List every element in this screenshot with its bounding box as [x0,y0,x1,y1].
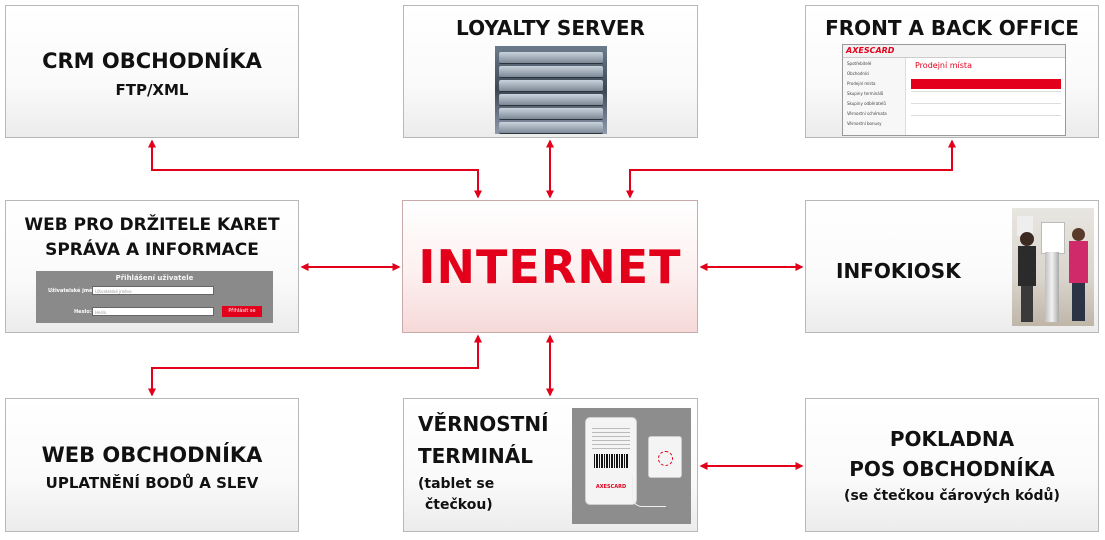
office-menu-item: Věrnostní bonusy [847,121,882,126]
office-menu-item: Prodejní místa [847,81,876,86]
loyalty-terminal-note-line2: čtečkou) [425,497,493,513]
cardholder-web-title-line1: WEB PRO DRŽITELE KARET [24,215,280,235]
front-back-office-title: FRONT A BACK OFFICE [825,16,1079,40]
kiosk-photo [1012,208,1094,326]
tablet-logo: AXESCARD [595,484,627,490]
login-submit-button: Přihlásit se [222,306,262,317]
arrow-internet-merchant [148,334,482,397]
login-form-image: Přihlášení uživatele Uživatelské jméno: … [36,271,273,323]
internet-hub: INTERNET [402,200,698,333]
server-rack-image [495,46,607,134]
login-form-heading: Přihlášení uživatele [115,274,194,282]
login-pass-field: Heslo [92,307,214,316]
pos-box: POKLADNA POS OBCHODNÍKA (se čtečkou čáro… [805,398,1099,532]
arrow-office-internet [626,139,956,199]
cardholder-web-box: WEB PRO DRŽITELE KARET SPRÁVA A INFORMAC… [5,200,299,333]
crm-title: CRM OBCHODNÍKA [42,49,262,73]
merchant-web-title: WEB OBCHODNÍKA [41,443,263,467]
login-user-label: Uživatelské jméno: [48,288,102,294]
crm-box: CRM OBCHODNÍKA FTP/XML [5,5,299,138]
loyalty-terminal-box: VĚRNOSTNÍ TERMINÁL (tablet se čtečkou) A… [403,398,698,532]
office-menu-item: Obchodníci [847,71,870,76]
merchant-web-subtitle: UPLATNĚNÍ BODŮ A SLEV [45,474,259,492]
crm-subtitle: FTP/XML [115,81,189,99]
arrow-crm-internet [148,139,482,199]
office-menu-item: Věrnostní schémata [847,111,887,116]
office-menu-item: Spotřebitelé [847,61,872,66]
login-pass-label: Heslo: [74,309,92,315]
login-user-field: Uživatelské jméno [92,286,214,295]
office-page-heading: Prodejní místa [915,61,972,70]
merchant-web-box: WEB OBCHODNÍKA UPLATNĚNÍ BODŮ A SLEV [5,398,299,532]
loyalty-server-box: LOYALTY SERVER [403,5,698,138]
office-screenshot-image: AXESCARD Spotřebitelé Obchodníci Prodejn… [842,44,1066,136]
office-menu-item: Skupiny terminálů [847,91,884,96]
pos-title-line2: POS OBCHODNÍKA [849,457,1055,481]
pos-note: (se čtečkou čárových kódů) [844,488,1060,504]
loyalty-terminal-title-line1: VĚRNOSTNÍ [418,412,549,436]
infokiosk-box: INFOKIOSK [805,200,1099,333]
pos-title-line1: POKLADNA [889,427,1015,451]
loyalty-terminal-note-line1: (tablet se [418,476,495,492]
front-back-office-box: FRONT A BACK OFFICE AXESCARD Spotřebitel… [805,5,1099,138]
infokiosk-title: INFOKIOSK [836,259,961,283]
loyalty-terminal-title-line2: TERMINÁL [418,444,534,468]
cardholder-web-title-line2: SPRÁVA A INFORMACE [45,240,259,260]
internet-label: INTERNET [418,239,682,294]
office-menu-item: Skupiny odběratelů [847,101,886,106]
loyalty-server-title: LOYALTY SERVER [456,16,645,40]
office-screenshot-logo: AXESCARD [846,46,895,55]
tablet-reader-image: AXESCARD [572,408,691,524]
